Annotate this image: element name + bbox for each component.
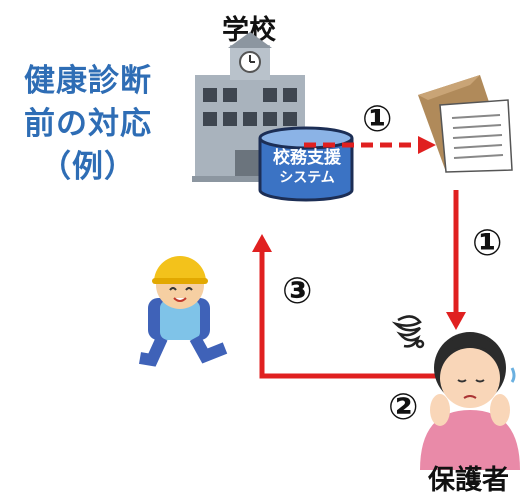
- step-1-label-right: ①: [472, 223, 503, 264]
- arrow-school-to-documents: [304, 136, 436, 154]
- system-label: 校務支援 システム: [262, 148, 352, 188]
- worry-scribble-icon: [391, 315, 425, 349]
- system-label-line-2: システム: [279, 170, 335, 186]
- guardian-label: 保護者: [428, 465, 509, 496]
- arrow-guardian-to-school: [252, 234, 440, 379]
- diagram-title: 健康診断 前の対応 （例）: [8, 60, 168, 189]
- guardian-icon: [420, 332, 520, 470]
- system-label-line-1: 校務支援: [273, 148, 341, 168]
- arrow-documents-to-guardian: [446, 190, 466, 330]
- child-icon: [139, 256, 228, 367]
- title-line-3: （例）: [40, 149, 136, 185]
- step-2-label: ②: [388, 387, 419, 428]
- documents-icon: [418, 75, 513, 173]
- title-line-2: 前の対応: [24, 106, 152, 142]
- title-line-1: 健康診断: [24, 63, 152, 99]
- step-3-label: ③: [282, 271, 313, 312]
- step-1-label-top: ①: [362, 99, 393, 140]
